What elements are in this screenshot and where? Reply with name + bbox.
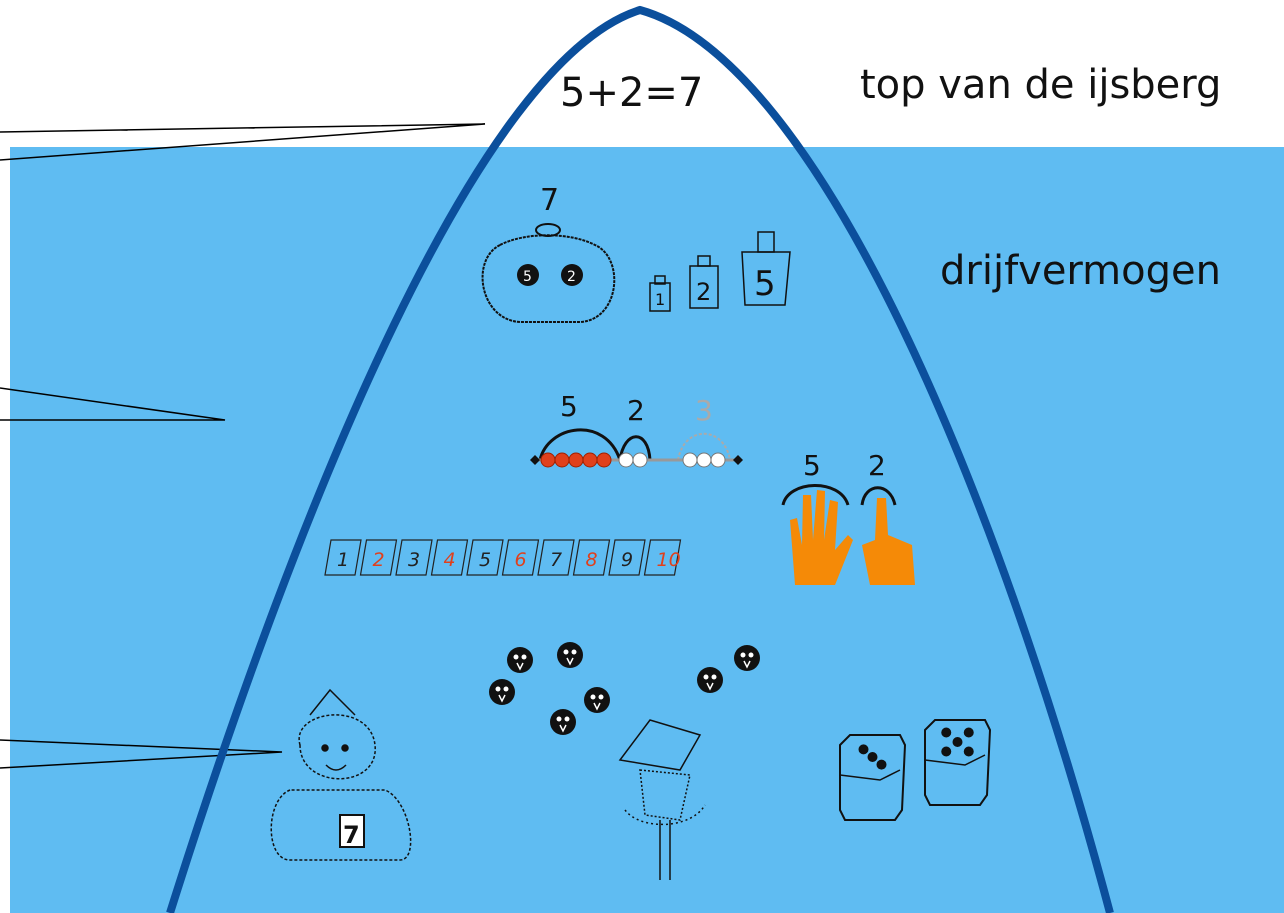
- number-card-label: 4: [444, 549, 456, 571]
- bird-icon: [489, 679, 515, 705]
- pointer-bottom: [0, 739, 283, 769]
- weight-2: 2: [696, 278, 711, 306]
- bag-illustration: 7 5 2: [481, 183, 616, 323]
- number-card: 9: [608, 539, 646, 576]
- bead: [554, 452, 570, 468]
- bird-icon: [584, 687, 610, 713]
- bag-total-label: 7: [540, 183, 559, 218]
- number-card: 2: [359, 539, 398, 576]
- number-card: 10: [643, 539, 682, 576]
- birds-illustration: [489, 642, 760, 735]
- bead: [710, 452, 726, 468]
- ball-5: [517, 264, 539, 286]
- equation-label: 5+2=7: [560, 70, 704, 116]
- number-card: 3: [395, 539, 433, 576]
- bird-icon: [507, 647, 533, 673]
- number-card: 1: [324, 539, 362, 576]
- bead: [682, 452, 698, 468]
- number-card-label: 8: [586, 549, 598, 571]
- bird-icon: [550, 709, 576, 735]
- girl-illustration: 7: [270, 688, 412, 861]
- number-card: 8: [572, 539, 611, 576]
- bead: [540, 452, 556, 468]
- bead-arc-5-label: 5: [560, 390, 578, 423]
- bead: [596, 452, 612, 468]
- number-card: 5: [466, 539, 504, 576]
- buoyancy-label: drijfvermogen: [940, 248, 1221, 294]
- girl-card-label: 7: [343, 821, 360, 849]
- number-card-label: 7: [550, 549, 562, 571]
- bead: [568, 452, 584, 468]
- hands-illustration: 5 2: [781, 449, 915, 585]
- hand-2-label: 2: [868, 449, 886, 482]
- weight-5: 5: [754, 264, 776, 304]
- open-hand-icon: [790, 490, 853, 585]
- number-card-label: 9: [621, 549, 633, 571]
- bead-arc-2-label: 2: [627, 394, 645, 427]
- weights-illustration: 1 2 5: [649, 231, 791, 312]
- number-card-label: 6: [515, 549, 527, 571]
- pointer-middle: [0, 387, 226, 421]
- bead: [632, 452, 648, 468]
- birdhouse-illustration: [618, 719, 706, 880]
- number-card-label: 2: [373, 549, 385, 571]
- bird-icon: [734, 645, 760, 671]
- number-card: 7: [537, 539, 575, 576]
- dice-illustration: [839, 719, 992, 821]
- pointing-hand-icon: [862, 498, 915, 585]
- die-icon: [839, 734, 907, 821]
- number-card-label: 5: [479, 549, 491, 571]
- number-cards: 1 2 3 4 5 6 7 8 9 10: [324, 539, 682, 576]
- bird-icon: [697, 667, 723, 693]
- bead: [696, 452, 712, 468]
- pointer-top: [0, 123, 486, 161]
- number-card-label: 1: [337, 549, 349, 571]
- hand-5-label: 5: [803, 449, 821, 482]
- bead-arc-3-label: 3: [695, 394, 713, 427]
- number-card: 6: [501, 539, 540, 576]
- svg-text:2: 2: [567, 269, 576, 285]
- svg-text:5: 5: [523, 269, 532, 285]
- top-of-iceberg-label: top van de ijsberg: [860, 62, 1222, 108]
- bead: [618, 452, 634, 468]
- number-card: 4: [430, 539, 469, 576]
- weight-1: 1: [655, 290, 665, 309]
- bead-string: 5 2 3: [530, 390, 743, 468]
- iceberg-outline: [166, 5, 1114, 913]
- bead: [582, 452, 598, 468]
- bird-icon: [557, 642, 583, 668]
- number-card-label: 10: [657, 549, 681, 571]
- pointer-lines: [0, 123, 486, 769]
- number-card-label: 3: [408, 549, 420, 571]
- die-icon: [924, 719, 992, 806]
- ball-2: [561, 264, 583, 286]
